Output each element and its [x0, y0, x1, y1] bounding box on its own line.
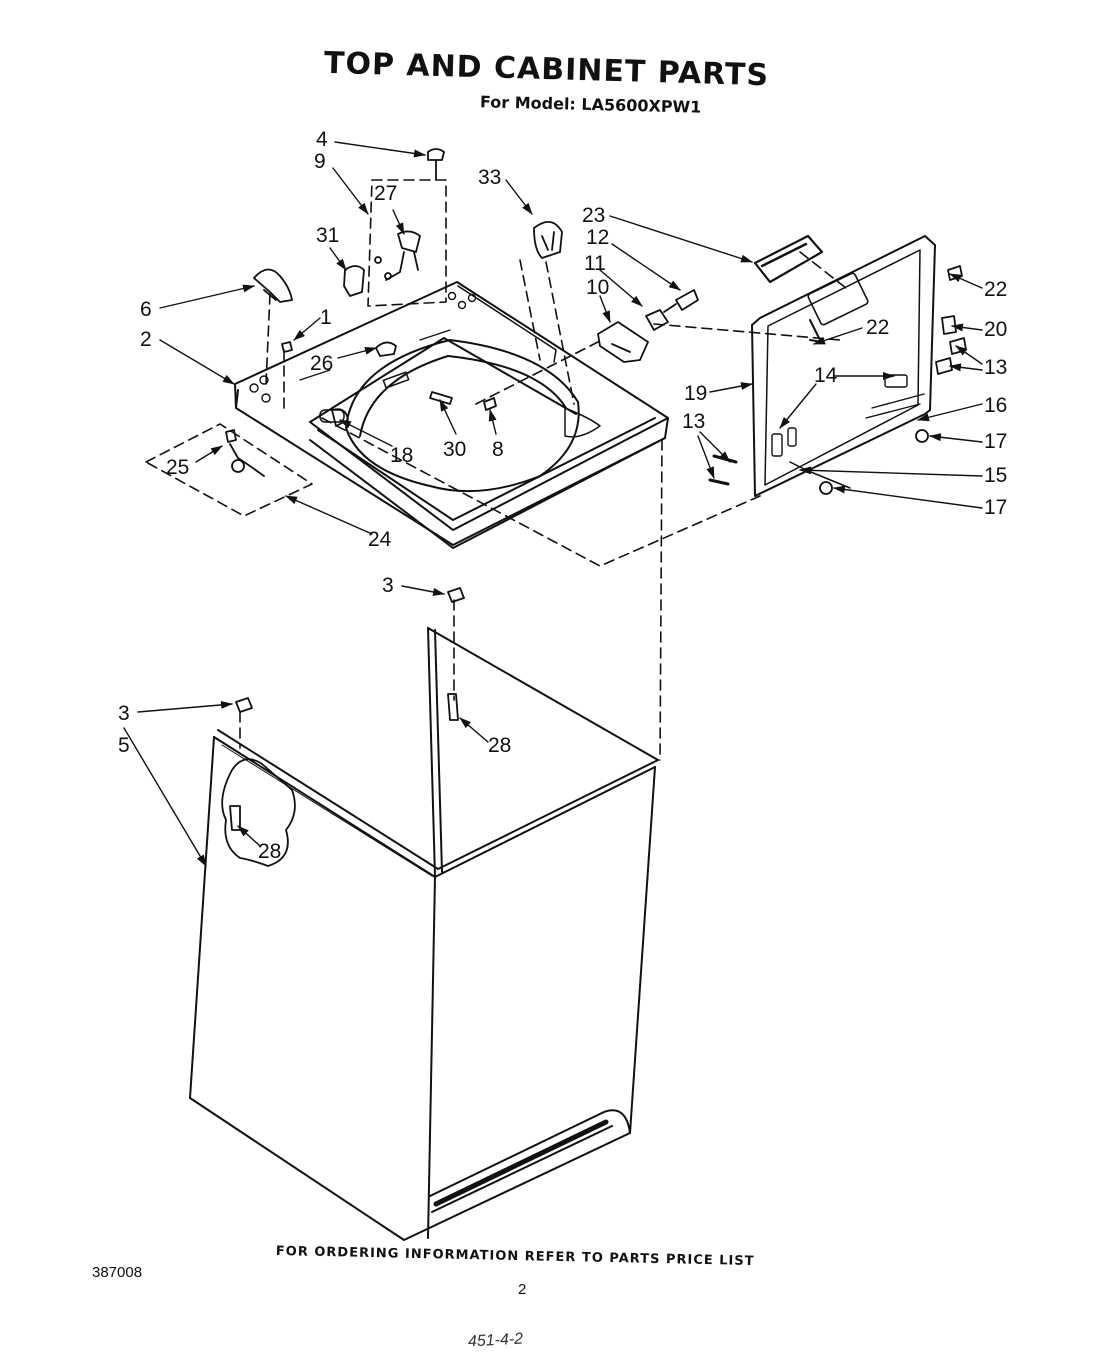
handwritten-mark: 451-4-2 — [467, 1330, 524, 1351]
callout-27: 27 — [374, 182, 397, 205]
callout-8: 8 — [492, 438, 504, 461]
callout-33: 33 — [478, 166, 501, 189]
callout-23: 23 — [582, 204, 605, 227]
lid-assembly — [751, 234, 936, 497]
callout-4: 4 — [316, 128, 328, 151]
callout-9: 9 — [314, 150, 326, 173]
callout-28: 28 — [488, 734, 511, 757]
dashed-guides — [145, 179, 847, 761]
small-parts — [225, 148, 967, 831]
callout-5: 5 — [118, 734, 130, 757]
callout-17: 17 — [984, 430, 1007, 453]
cabinet-shell — [189, 627, 659, 1241]
callout-20: 20 — [984, 318, 1007, 341]
callout-14: 14 — [814, 364, 838, 387]
top-panel — [234, 281, 669, 549]
callout-6: 6 — [140, 298, 152, 321]
callout-18: 18 — [390, 444, 413, 467]
page-number: 2 — [518, 1281, 527, 1298]
callout-12: 12 — [586, 226, 609, 249]
callout-26: 26 — [310, 352, 333, 375]
callout-11: 11 — [584, 252, 606, 275]
callout-13: 13 — [984, 356, 1007, 379]
callout-16: 16 — [984, 394, 1007, 417]
callout-22: 22 — [984, 278, 1007, 301]
callout-28b: 28 — [258, 840, 281, 863]
document-number: 387008 — [92, 1264, 143, 1281]
callout-13b: 13 — [682, 410, 705, 433]
callout-24: 24 — [368, 528, 392, 551]
callout-15: 15 — [984, 464, 1007, 487]
leader-arrows — [123, 141, 983, 867]
callout-1: 1 — [320, 306, 332, 329]
callout-3b: 3 — [118, 702, 130, 725]
callout-labels: 4 9 27 33 23 12 11 10 31 6 1 2 26 30 8 1… — [118, 128, 1007, 863]
callout-17b: 17 — [984, 496, 1007, 519]
callout-3: 3 — [382, 574, 394, 597]
callout-19: 19 — [684, 382, 707, 405]
callout-25: 25 — [166, 456, 189, 479]
callout-22b: 22 — [866, 316, 889, 339]
callout-2: 2 — [140, 328, 152, 351]
callout-30: 30 — [443, 438, 466, 461]
callout-10: 10 — [586, 276, 609, 299]
callout-31: 31 — [316, 224, 339, 247]
